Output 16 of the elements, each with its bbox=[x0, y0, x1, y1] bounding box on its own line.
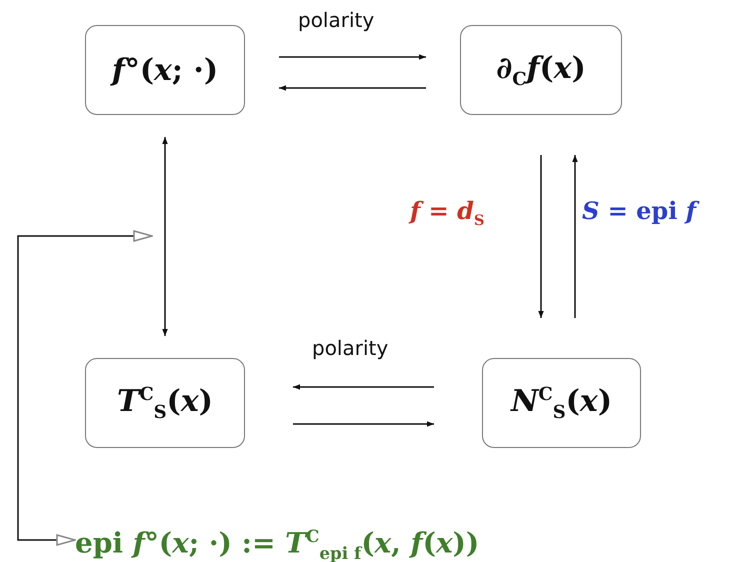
formula-text: ∂$_{C}$f(x) bbox=[496, 50, 586, 90]
arrow bbox=[538, 155, 544, 318]
bracket-arrow bbox=[17, 230, 153, 546]
formula-text: N$^{C}$$_{S}$(x) bbox=[510, 384, 612, 422]
arrow bbox=[293, 384, 434, 390]
math-box bbox=[482, 358, 641, 448]
arrow bbox=[572, 155, 578, 318]
math-box bbox=[85, 25, 245, 115]
formula-text: f°(x; ·) bbox=[112, 52, 218, 88]
arrow bbox=[293, 421, 434, 427]
arrow bbox=[162, 137, 168, 336]
math-box bbox=[460, 25, 622, 115]
arrow bbox=[279, 85, 426, 91]
formula-text: T$^{C}$$_{S}$(x) bbox=[117, 384, 213, 422]
math-box bbox=[85, 358, 245, 448]
arrow bbox=[279, 54, 426, 60]
